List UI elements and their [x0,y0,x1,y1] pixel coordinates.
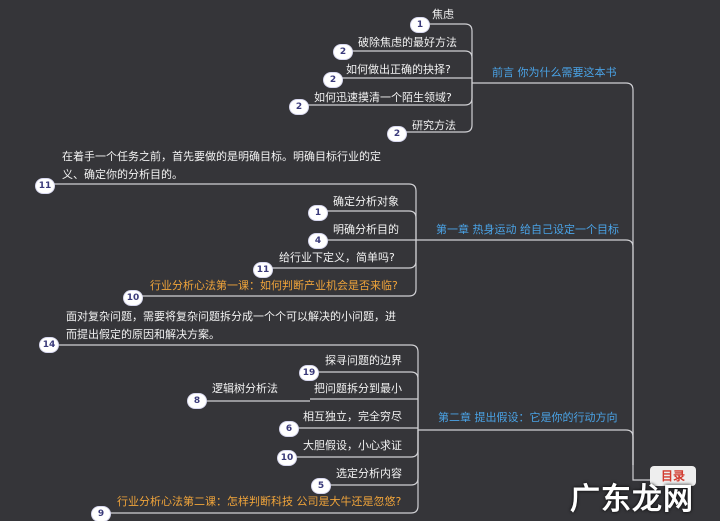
count-badge: 4 [309,234,327,248]
count-badge: 11 [36,179,54,193]
root-node-contents[interactable]: 目录 [650,466,696,486]
node-select-content[interactable]: 选定分析内容 [336,467,402,480]
node-lesson-two[interactable]: 行业分析心法第二课：怎样判断科技 公司是大牛还是忽悠? [117,495,402,508]
count-badge: 8 [188,394,206,408]
count-badge: 1 [309,206,327,220]
node-problem-boundary[interactable]: 探寻问题的边界 [325,354,402,367]
count-badge: 2 [334,45,352,59]
connector-s1-title [416,239,634,465]
count-badge: 10 [278,451,296,465]
node-hypothesis[interactable]: 大胆假设，小心求证 [303,439,402,452]
count-badge: 10 [124,291,142,305]
watermark-logo: 广东龙网 [570,482,694,517]
connector-s0-n4 [398,83,473,133]
count-badge: 6 [280,422,298,436]
connector-s1-n0 [318,210,417,240]
section-title-chapter2[interactable]: 第二章 提出假设：它是你的行动方向 [438,411,618,424]
connector-s2-title [418,429,634,465]
count-badge: 2 [324,73,342,87]
node-analysis-object[interactable]: 确定分析对象 [333,195,399,208]
count-badge: 5 [312,479,330,493]
section-title-preface[interactable]: 前言 你为什么需要这本书 [492,66,617,79]
node-new-field[interactable]: 如何迅速摸清一个陌生领域? [314,91,452,104]
count-badge: 9 [92,507,110,521]
connector-s0-title [472,82,634,465]
connector-s0-n0 [422,23,473,83]
node-mece[interactable]: 相互独立，完全穷尽 [303,410,402,423]
count-badge: 11 [254,263,272,277]
node-analysis-goal[interactable]: 明确分析目的 [333,223,399,236]
count-badge: 2 [388,127,406,141]
connector-s2-n6 [102,430,419,514]
node-best-method[interactable]: 破除焦虑的最好方法 [358,36,457,49]
node-research-method[interactable]: 研究方法 [412,119,456,132]
connector-s2-intro [50,344,419,430]
connector-s2-n0 [310,371,419,430]
connector-s1-intro [46,183,417,240]
node-logic-tree[interactable]: 逻辑树分析法 [212,382,278,395]
node-chapter2-intro[interactable]: 面对复杂问题，需要将复杂问题拆分成一个个可以解决的小问题，进而提出假定的原因和解… [66,310,396,341]
node-define-industry[interactable]: 给行业下定义，简单吗? [279,251,395,264]
node-lesson-one[interactable]: 行业分析心法第一课：如何判断产业机会是否来临? [150,279,398,292]
count-badge: 2 [290,100,308,114]
count-badge: 14 [40,338,58,352]
connector-s1-n3 [134,240,417,297]
count-badge: 19 [300,366,318,380]
node-chapter1-intro[interactable]: 在着手一个任务之前，首先要做的是明确目标。明确目标行业的定义、确定你的分析目的。 [62,150,381,181]
count-badge: 1 [411,18,429,32]
node-split-problem[interactable]: 把问题拆分到最小 [314,382,402,395]
connector-s0-n1 [344,50,473,83]
section-title-chapter1[interactable]: 第一章 热身运动 给自己设定一个目标 [436,223,619,236]
connector-root [632,465,650,481]
node-anxiety[interactable]: 焦虑 [432,8,454,21]
node-right-choice[interactable]: 如何做出正确的抉择? [346,63,451,76]
